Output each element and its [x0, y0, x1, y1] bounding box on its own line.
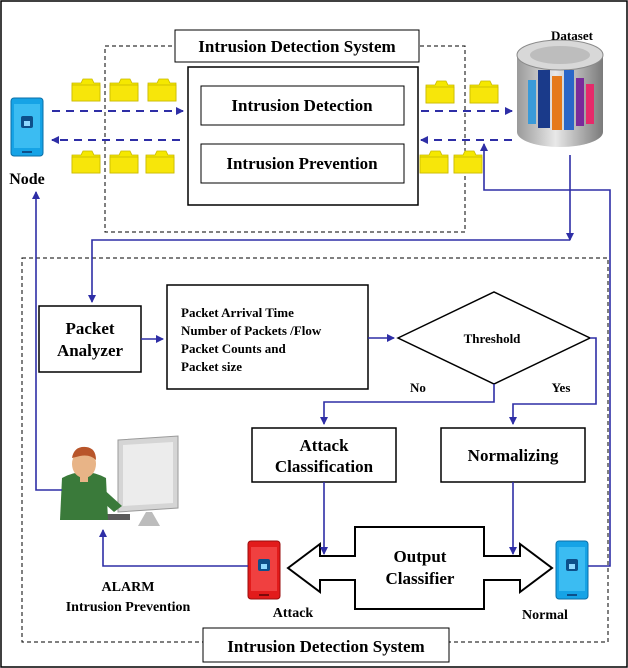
- intrusion-detection-box: [200, 85, 405, 126]
- ids-bottom-title: Intrusion Detection System: [227, 637, 424, 656]
- flow-attack-to-alarm: [99, 529, 248, 567]
- folder-icon: [419, 150, 449, 174]
- dataset-database-icon: [516, 39, 604, 147]
- normalizing-label: Normalizing: [468, 446, 559, 465]
- attack-classification-box: [251, 427, 397, 483]
- alarm-sub-label: Intrusion Prevention: [66, 600, 191, 615]
- normal-label: Normal: [522, 608, 568, 623]
- packet-analyzer-label-line1: Packet: [65, 319, 114, 338]
- attack-classification-line2: Classification: [275, 457, 374, 476]
- normal-phone-icon: [555, 540, 589, 600]
- flow-no-to-attack: [320, 384, 495, 425]
- folder-icon: [469, 80, 499, 104]
- attack-phone-icon: [247, 540, 281, 600]
- intrusion-prevention-box: [200, 143, 405, 184]
- threshold-label: Threshold: [464, 331, 522, 346]
- intrusion-detection-label: Intrusion Detection: [231, 96, 373, 115]
- no-label: No: [410, 380, 426, 395]
- node-label: Node: [9, 171, 45, 188]
- features-box: [166, 284, 369, 390]
- feature-packet-counts: Packet Counts and: [181, 341, 287, 356]
- packet-analyzer-label-line2: Analyzer: [57, 341, 124, 360]
- folder-icon: [145, 150, 175, 174]
- yes-label: Yes: [552, 380, 571, 395]
- output-classifier-line2: Classifier: [386, 569, 455, 588]
- output-classifier-line1: Output: [394, 547, 447, 566]
- folder-icon: [147, 78, 177, 102]
- normalizing-box: [440, 427, 586, 483]
- feature-packet-size: Packet size: [181, 359, 242, 374]
- feature-arrival-time: Packet Arrival Time: [181, 305, 294, 320]
- folder-icon: [71, 78, 101, 102]
- intrusion-prevention-label: Intrusion Prevention: [226, 154, 378, 173]
- attack-classification-line1: Attack: [299, 436, 349, 455]
- folder-icon: [71, 150, 101, 174]
- ids-top-title: Intrusion Detection System: [198, 37, 395, 56]
- flow-admin-to-node: [32, 191, 62, 491]
- folder-icon: [453, 150, 483, 174]
- dataset-label: Dataset: [551, 28, 594, 43]
- output-classifier-double-arrow: [286, 526, 554, 610]
- alarm-label: ALARM: [102, 580, 155, 595]
- ids-top-title-box: [174, 29, 420, 63]
- ids-bottom-title-box: [202, 627, 450, 663]
- folder-icon: [109, 150, 139, 174]
- folder-icon: [109, 78, 139, 102]
- flow-yes-to-normalizing: [509, 337, 597, 425]
- attack-label: Attack: [273, 606, 314, 621]
- flow-to-analyzer: [88, 239, 570, 303]
- packet-analyzer-box: [38, 305, 142, 373]
- folder-icon: [425, 80, 455, 104]
- node-phone-icon: [10, 97, 44, 157]
- feature-packets-per-flow: Number of Packets /Flow: [181, 323, 322, 338]
- admin-at-computer-icon: [60, 435, 179, 526]
- flow-normal-to-ids: [480, 143, 611, 567]
